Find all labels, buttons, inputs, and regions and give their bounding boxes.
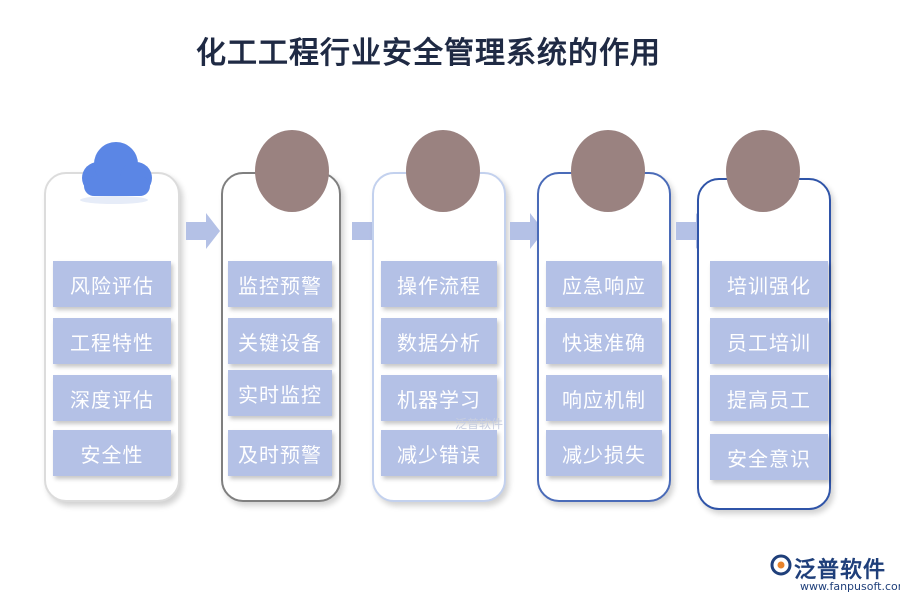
brand-logo: 泛普软件 www.fanpusoft.com xyxy=(770,552,900,596)
column-1-item-2: 工程特性 xyxy=(53,318,171,364)
watermark: 泛普软件 xyxy=(455,417,504,431)
column-3-item-4: 减少错误 xyxy=(381,430,497,476)
logo-url: www.fanpusoft.com xyxy=(800,580,900,593)
cloud-icon xyxy=(80,142,152,204)
column-2-item-4: 及时预警 xyxy=(228,430,332,476)
column-3-circle xyxy=(406,130,480,212)
column-4-item-2: 快速准确 xyxy=(546,318,662,364)
column-3-item-2: 数据分析 xyxy=(381,318,497,364)
column-4-item-3: 响应机制 xyxy=(546,375,662,421)
arrow-right-icon xyxy=(510,213,544,249)
column-1-item-3: 深度评估 xyxy=(53,375,171,421)
column-5-item-3: 提高员工 xyxy=(710,375,828,421)
column-4-item-4: 减少损失 xyxy=(546,430,662,476)
column-2-item-1: 监控预警 xyxy=(228,261,332,307)
column-1-item-1: 风险评估 xyxy=(53,261,171,307)
logo-icon xyxy=(770,554,792,576)
column-5-item-2: 员工培训 xyxy=(710,318,828,364)
column-2-item-2: 关键设备 xyxy=(228,318,332,364)
column-3-item-3: 机器学习 xyxy=(381,375,497,421)
column-4-circle xyxy=(571,130,645,212)
column-2-item-3: 实时监控 xyxy=(228,370,332,416)
column-5-item-1: 培训强化 xyxy=(710,261,828,307)
page-title: 化工工程行业安全管理系统的作用 xyxy=(196,36,661,71)
column-1-item-4: 安全性 xyxy=(53,430,171,476)
column-2-circle xyxy=(255,130,329,212)
logo-name: 泛普软件 xyxy=(794,558,887,583)
column-4-item-1: 应急响应 xyxy=(546,261,662,307)
column-3-item-1: 操作流程 xyxy=(381,261,497,307)
column-5-item-4: 安全意识 xyxy=(710,434,828,480)
arrow-right-icon xyxy=(186,213,220,249)
column-5-circle xyxy=(726,130,800,212)
